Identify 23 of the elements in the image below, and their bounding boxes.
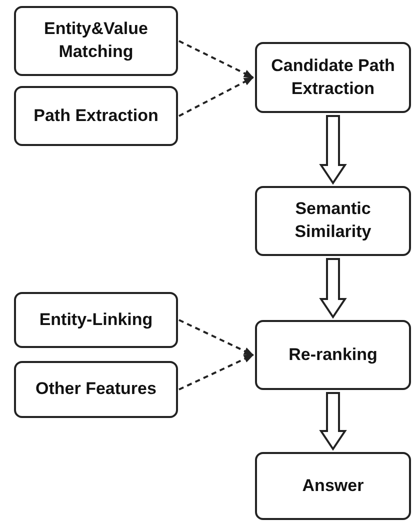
process-box — [255, 452, 411, 520]
box-label: Re-ranking — [288, 344, 378, 366]
process-box — [255, 186, 411, 256]
process-box — [14, 86, 178, 146]
process-box — [14, 6, 178, 76]
dashed-arrow — [178, 354, 254, 390]
block-arrow — [319, 392, 347, 451]
box-label: Entity&Value Matching — [43, 18, 149, 63]
dashed-arrow — [178, 40, 254, 78]
dashed-arrow — [178, 319, 254, 356]
box-label: Other Features — [36, 378, 156, 400]
process-box — [14, 361, 178, 418]
block-arrow — [319, 115, 347, 185]
box-label: Answer — [302, 474, 364, 497]
box-label: Entity-Linking — [39, 308, 153, 331]
process-box — [255, 42, 411, 113]
dashed-arrow — [178, 76, 254, 117]
process-box — [14, 292, 178, 348]
box-label: Path Extraction — [34, 104, 158, 127]
block-arrow — [319, 258, 347, 319]
box-label: Semantic Similarity — [294, 198, 372, 243]
process-box — [255, 320, 411, 390]
box-label: Candidate Path Extraction — [270, 54, 396, 100]
